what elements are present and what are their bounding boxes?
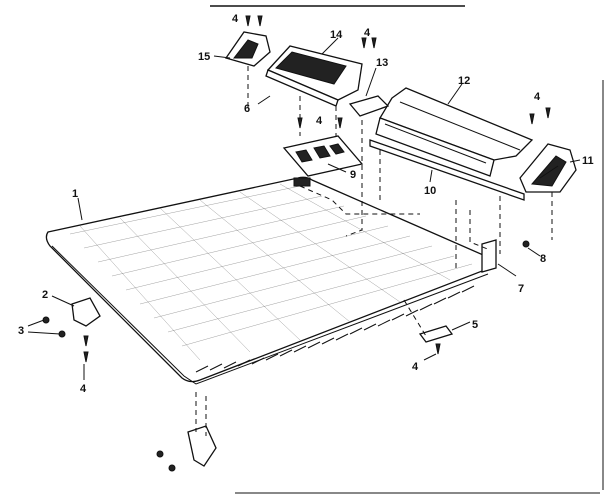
- callout-1: 1: [72, 188, 78, 200]
- control-console: [265, 45, 363, 107]
- lower-hinge-bracket: [187, 425, 217, 467]
- callout-14: 14: [330, 29, 343, 41]
- panel-texture: [69, 183, 473, 361]
- callout-5: 5: [472, 319, 478, 331]
- top-panel: [45, 176, 494, 385]
- callout-10: 10: [424, 185, 436, 197]
- mounting-strip: [282, 135, 364, 177]
- small-clip: [348, 95, 390, 117]
- hinge-plate: [418, 325, 454, 343]
- callout-4-top: 4: [232, 13, 239, 25]
- callout-9: 9: [350, 169, 356, 181]
- left-end-cap: [224, 31, 271, 67]
- callout-4-left: 4: [80, 383, 87, 395]
- callout-6: 6: [244, 103, 250, 115]
- alignment-lines: [195, 66, 553, 436]
- callout-2: 2: [42, 289, 48, 301]
- backsplash: [369, 87, 534, 201]
- callout-7: 7: [518, 283, 524, 295]
- left-hinge-bracket: [71, 297, 101, 327]
- backsplash-trim-strip: [369, 139, 525, 201]
- callout-4-console: 4: [364, 27, 371, 39]
- callout-4-bottom: 4: [412, 361, 419, 373]
- callout-4-right: 4: [534, 91, 541, 103]
- callout-4-strip: 4: [316, 115, 323, 127]
- callout-12: 12: [458, 75, 470, 87]
- right-end-cap: [519, 143, 577, 193]
- callout-8: 8: [540, 253, 546, 265]
- callout-13: 13: [376, 57, 388, 69]
- panel-front-ridges: [195, 285, 475, 373]
- rear-bracket: [481, 239, 497, 273]
- leader-lines: [27, 37, 581, 380]
- panel-tab: [293, 177, 311, 187]
- callout-3: 3: [18, 325, 24, 337]
- callout-11: 11: [582, 155, 594, 167]
- screws: [42, 15, 551, 472]
- callout-15: 15: [198, 51, 210, 63]
